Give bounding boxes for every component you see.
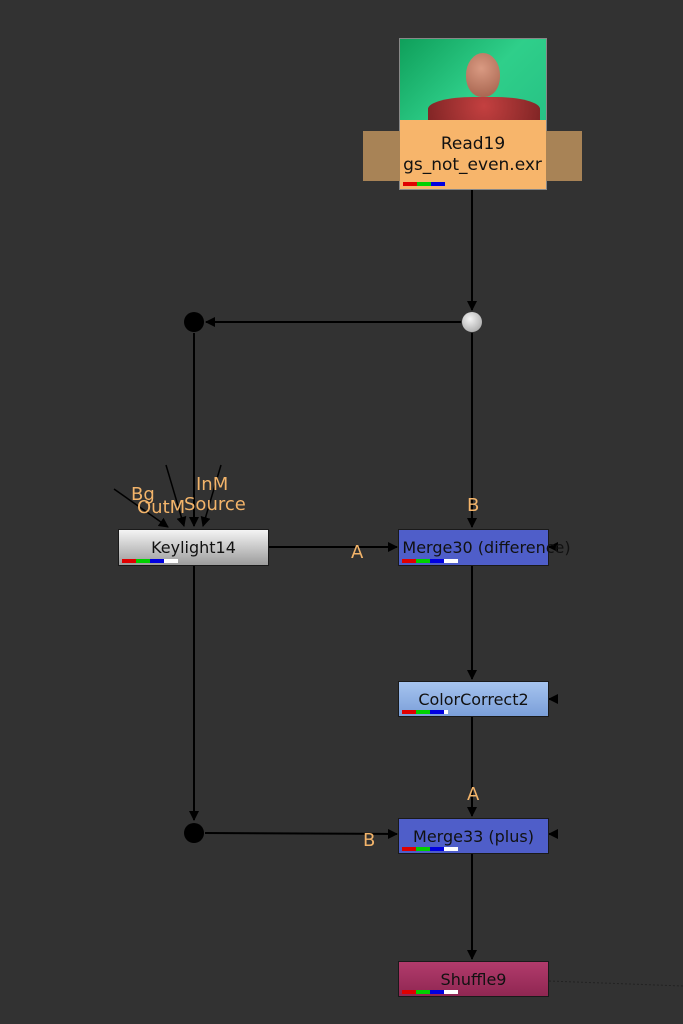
merge30-input-b-label: B bbox=[467, 495, 480, 516]
read-channel-indicator bbox=[403, 182, 445, 186]
merge33-input-b-label: B bbox=[363, 830, 376, 851]
pipe-dot-to-merge33-b[interactable] bbox=[204, 828, 398, 839]
keylight-input-outm-label: OutM bbox=[137, 497, 186, 518]
colorcorrect-node-name: ColorCorrect2 bbox=[418, 689, 529, 709]
merge33-channel-indicator bbox=[402, 847, 458, 851]
read-node-name: Read19 bbox=[440, 134, 506, 154]
colorcorrect-channel-indicator bbox=[402, 710, 448, 714]
merge30-input-a-label: A bbox=[351, 542, 364, 563]
keylight-input-bg-label: Bg bbox=[131, 484, 155, 505]
read-label-panel bbox=[400, 120, 546, 189]
merge33-node-name: Merge33 (plus) bbox=[413, 826, 534, 846]
read-thumbnail bbox=[400, 39, 546, 127]
pipe-keylight-bg-input[interactable] bbox=[113, 488, 169, 528]
pipe-keylight-inm-input[interactable] bbox=[200, 464, 222, 527]
merge30-node-name: Merge30 (difference) bbox=[402, 538, 571, 557]
shuffle-channel-indicator bbox=[402, 990, 458, 994]
merge33-node[interactable]: Merge33 (plus) bbox=[398, 818, 549, 854]
colorcorrect-node[interactable]: ColorCorrect2 bbox=[398, 681, 549, 717]
shuffle-node[interactable]: Shuffle9 bbox=[398, 961, 549, 997]
merge33-input-a-label: A bbox=[467, 784, 480, 805]
keylight-node[interactable]: Keylight14 bbox=[118, 529, 269, 566]
dot-node-left[interactable] bbox=[184, 312, 204, 332]
keylight-input-source-label: Source bbox=[184, 494, 246, 515]
merge30-channel-indicator bbox=[402, 559, 458, 563]
read-node[interactable] bbox=[399, 38, 547, 190]
dot-node-top[interactable] bbox=[462, 312, 482, 332]
dot-node-bottom[interactable] bbox=[184, 823, 204, 843]
pipe-keylight-outm-input[interactable] bbox=[165, 464, 187, 527]
pipe-shuffle-output[interactable] bbox=[548, 980, 683, 987]
keylight-input-inm-label: InM bbox=[196, 474, 229, 495]
keylight-channel-indicator bbox=[122, 559, 178, 563]
merge30-node[interactable]: Merge30 (difference) bbox=[398, 529, 571, 566]
shuffle-node-name: Shuffle9 bbox=[440, 969, 507, 989]
keylight-node-name: Keylight14 bbox=[151, 538, 236, 557]
thumbnail-head bbox=[466, 53, 500, 97]
read-node-file: gs_not_even.exr bbox=[403, 155, 542, 175]
